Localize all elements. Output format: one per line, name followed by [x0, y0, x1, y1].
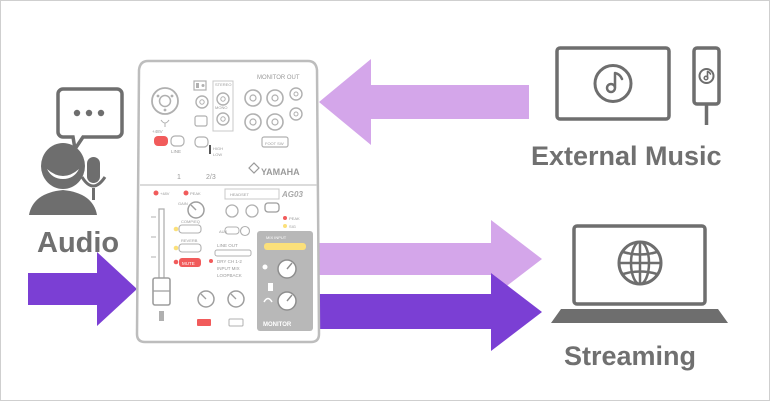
ag03-mixer: +48V LINE STEREO MONO HIGH LOW MONITOR O… [135, 59, 321, 344]
external-music-to-mixer-arrow [319, 59, 529, 145]
svg-text:PEAK: PEAK [289, 216, 300, 221]
monitor-out-jack-right [266, 89, 284, 107]
svg-text:COMP/EQ: COMP/EQ [181, 219, 200, 224]
svg-text:STEREO: STEREO [215, 82, 231, 87]
external-music-label: External Music [531, 141, 722, 171]
audio-to-mixer-arrow [28, 252, 137, 326]
svg-text:PEAK: PEAK [190, 191, 201, 196]
audio-person-icon [29, 87, 124, 215]
audio-mode-loopback: LOOPBACK [217, 273, 242, 278]
brand-label: YAMAHA [261, 167, 300, 177]
monitor-out-label: MONITOR OUT [257, 75, 300, 81]
audio-mode-line-out: LINE OUT [217, 243, 238, 248]
svg-text:LOW: LOW [213, 152, 222, 157]
person-head-icon [41, 143, 85, 189]
combo-input-jack [151, 87, 179, 115]
mute-button [179, 258, 201, 267]
laptop-icon [551, 224, 728, 323]
svg-text:AUX: AUX [219, 229, 228, 234]
streaming-label: Streaming [564, 341, 697, 371]
audio-label: Audio [37, 227, 120, 259]
svg-text:GAIN: GAIN [178, 201, 188, 206]
svg-text:LINE: LINE [171, 149, 181, 154]
svg-text:REVERB: REVERB [181, 238, 198, 243]
tablet-music-icon [555, 46, 671, 121]
phantom-power-button [154, 136, 168, 146]
svg-text:SIG: SIG [289, 224, 296, 229]
globe-icon [617, 240, 663, 286]
svg-text:FOOT SW: FOOT SW [265, 141, 284, 146]
model-label: AG03 [281, 190, 303, 199]
mixer-to-streaming-light-arrow [317, 220, 542, 298]
svg-text:MUTE: MUTE [182, 261, 195, 266]
monitor-panel [257, 231, 313, 331]
audio-mode-dry: DRY CH 1-2 [217, 259, 242, 264]
svg-text:MONO: MONO [215, 105, 227, 110]
phone-music-icon [692, 46, 721, 125]
microphone-icon [80, 157, 107, 200]
mixer-to-streaming-dark-arrow [317, 273, 542, 351]
svg-text:HIGH: HIGH [213, 146, 223, 151]
svg-text:+48V: +48V [152, 129, 163, 134]
monitor-out-jack-left [244, 89, 262, 107]
svg-text:HEADSET: HEADSET [230, 192, 249, 197]
person-body-icon [29, 190, 97, 215]
channel-23-label: 2/3 [206, 174, 216, 181]
speech-bubble-icon [56, 87, 124, 154]
svg-text:+48V: +48V [160, 191, 170, 196]
channel-1-label: 1 [177, 174, 181, 181]
audio-mode-input-mix: INPUT MIX [217, 266, 240, 271]
svg-text:MIX INPUT: MIX INPUT [266, 235, 287, 240]
music-note-icon [613, 71, 624, 89]
monitor-label: MONITOR [263, 322, 292, 328]
